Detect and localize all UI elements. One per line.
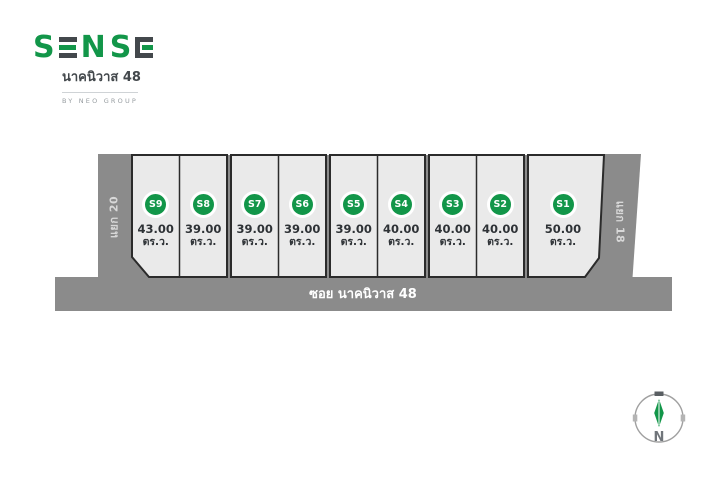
plot-block-s1 [527, 154, 606, 278]
compass: N [632, 391, 686, 445]
compass-north-label: N [654, 430, 665, 445]
street-right [604, 154, 641, 278]
logo-letter-s1: S [33, 30, 55, 65]
compass-tick-north-icon [654, 391, 664, 396]
compass-tick-east-icon [680, 414, 686, 422]
street-bottom-road [55, 277, 672, 311]
logo-letter-e2-stylized [135, 37, 154, 58]
street-label-right: แยก 18 [614, 201, 627, 243]
logo-letter-s2: S [109, 30, 132, 65]
logo-letter-e1-stylized [58, 37, 77, 58]
logo-byline: BY NEO GROUP [62, 92, 138, 105]
street-left [98, 154, 132, 278]
logo-wordmark: S N S [33, 30, 154, 65]
street-label-left: แยก 20 [108, 196, 121, 238]
road-label-bottom: ซอย นาคนิวาส 48 [309, 287, 417, 302]
compass-tick-west-icon [632, 414, 638, 422]
logo-letter-n: N [80, 30, 106, 65]
logo-subtitle: นาคนิวาส 48 [62, 70, 141, 85]
brand-logo: S N S นาคนิวาส 48 BY NEO GROUP [33, 30, 154, 105]
